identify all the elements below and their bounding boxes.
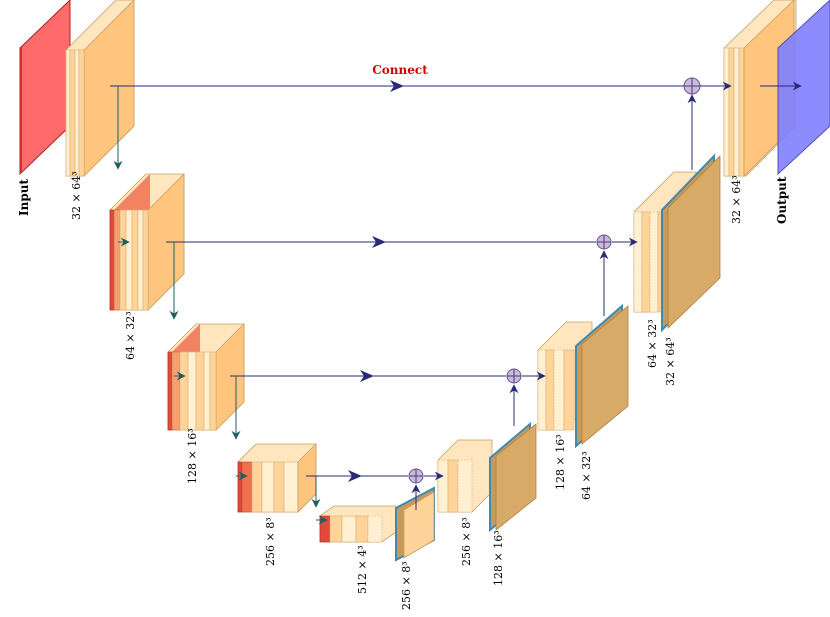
dim-label-up1: 32 × 64³ xyxy=(664,337,677,386)
skip-arrowhead xyxy=(360,370,374,382)
output-block xyxy=(777,0,830,176)
skip-connection-4 xyxy=(306,470,408,482)
skip-connection-2 xyxy=(166,236,596,248)
upsample-arrows xyxy=(411,94,697,510)
dim-label-enc3: 128 × 16³ xyxy=(186,428,199,484)
concat-node-3 xyxy=(506,368,522,384)
dim-label-enc1: 32 × 64³ xyxy=(70,171,83,220)
dim-label-up4: 256 × 8³ xyxy=(400,561,413,610)
encoder-block-2 xyxy=(109,173,185,311)
dim-label-dec4: 256 × 8³ xyxy=(460,517,473,566)
connect-label: Connect xyxy=(372,63,428,77)
skip-arrowhead xyxy=(372,236,386,248)
upsample-block-2 xyxy=(575,303,629,449)
dim-label-dec3: 128 × 16³ xyxy=(554,434,567,490)
upsample-block-4 xyxy=(395,486,435,562)
concat-node-4 xyxy=(408,468,424,484)
input-block xyxy=(19,0,71,176)
bottleneck-block xyxy=(319,505,397,543)
downsample-arrows xyxy=(113,86,328,525)
skip-connection-3 xyxy=(230,370,506,382)
input-label: Input xyxy=(17,179,31,216)
upsample-block-3 xyxy=(489,421,537,533)
decoder-block-4 xyxy=(437,439,493,513)
skip-arrowhead xyxy=(390,80,404,92)
encoder-block-3 xyxy=(167,323,245,431)
dim-label-up2: 64 × 32³ xyxy=(580,451,593,500)
upsample-block-1 xyxy=(661,153,721,333)
skip-connection-1 xyxy=(110,80,684,92)
concat-node-1 xyxy=(683,77,701,95)
dim-label-up3: 128 × 16³ xyxy=(492,530,505,586)
encoder-block-1 xyxy=(65,0,135,177)
encoder-block-4 xyxy=(237,443,317,513)
dim-label-dec2: 64 × 32³ xyxy=(646,319,659,368)
skip-arrowhead xyxy=(348,470,362,482)
dim-label-enc4: 256 × 8³ xyxy=(264,517,277,566)
concat-to-decoder-arrows xyxy=(424,81,802,481)
output-label: Output xyxy=(775,176,789,224)
concat-node-2 xyxy=(596,234,612,250)
dim-label-enc2: 64 × 32³ xyxy=(124,311,137,360)
dim-label-dec1: 32 × 64³ xyxy=(730,175,743,224)
dim-label-bottleneck: 512 × 4³ xyxy=(356,545,369,594)
